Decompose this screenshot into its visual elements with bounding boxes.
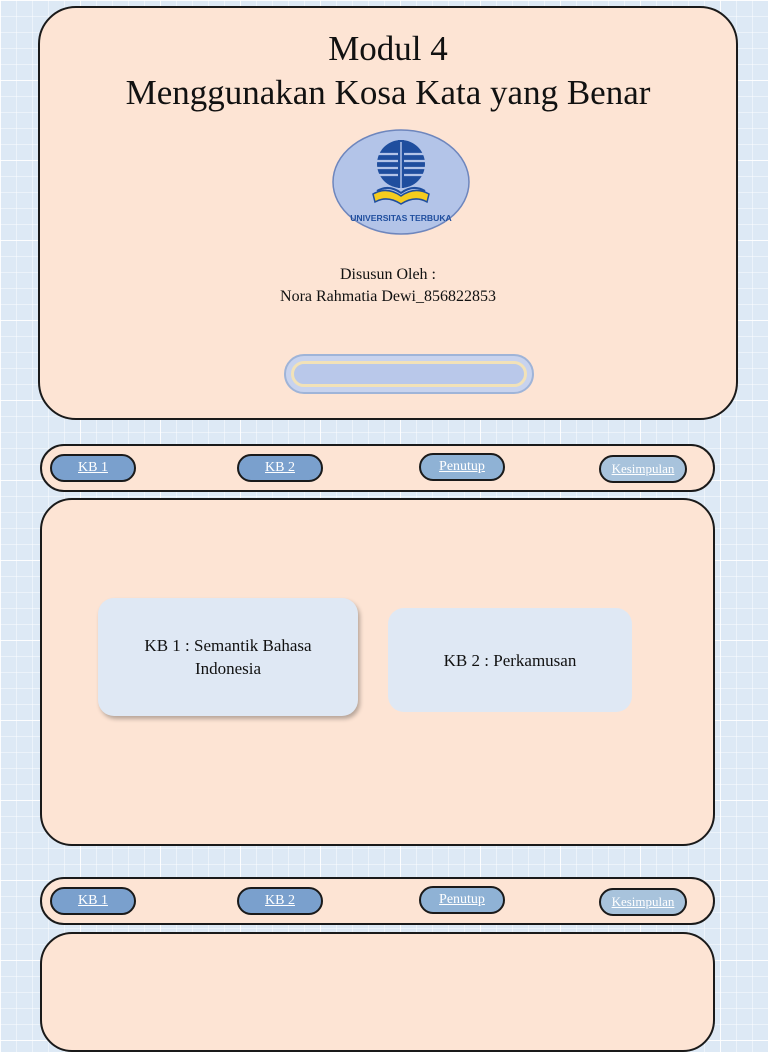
cover-slide: Modul 4 Menggunakan Kosa Kata yang Benar… <box>38 6 738 420</box>
kesimpulan-link-button[interactable]: Kesimpulan <box>599 455 687 483</box>
kb1-link-button[interactable]: KB 1 <box>50 454 136 482</box>
kb1-link-button[interactable]: KB 1 <box>50 887 136 915</box>
logo-text: UNIVERSITAS TERBUKA <box>350 213 452 223</box>
penutup-link-button[interactable]: Penutup <box>419 886 505 914</box>
module-title: Modul 4 <box>328 29 448 68</box>
content-slide <box>40 932 715 1052</box>
kb1-card[interactable]: KB 1 : Semantik Bahasa Indonesia <box>98 598 358 716</box>
kesimpulan-link-button[interactable]: Kesimpulan <box>599 888 687 916</box>
navigation-bar: KB 1 KB 2 Penutup Kesimpulan <box>40 444 715 492</box>
kb2-card-title: KB 2 : Perkamusan <box>443 650 577 670</box>
kb2-link-button[interactable]: KB 2 <box>237 454 323 482</box>
author-label: Disusun Oleh : <box>340 266 436 283</box>
module-subtitle: Menggunakan Kosa Kata yang Benar <box>125 73 651 112</box>
kb1-card-subtitle: Indonesia <box>194 659 262 678</box>
menu-slide: KB 1 : Semantik Bahasa Indonesia KB 2 : … <box>40 498 715 846</box>
penutup-link-button[interactable]: Penutup <box>419 453 505 481</box>
kb1-card-title: KB 1 : Semantik Bahasa <box>144 636 312 655</box>
decorative-pill <box>284 354 534 394</box>
author-name: Nora Rahmatia Dewi_856822853 <box>280 288 496 305</box>
navigation-bar: KB 1 KB 2 Penutup Kesimpulan <box>40 877 715 925</box>
universitas-terbuka-logo: UNIVERSITAS TERBUKA <box>332 129 470 235</box>
kb2-card[interactable]: KB 2 : Perkamusan <box>388 608 632 712</box>
kb2-link-button[interactable]: KB 2 <box>237 887 323 915</box>
